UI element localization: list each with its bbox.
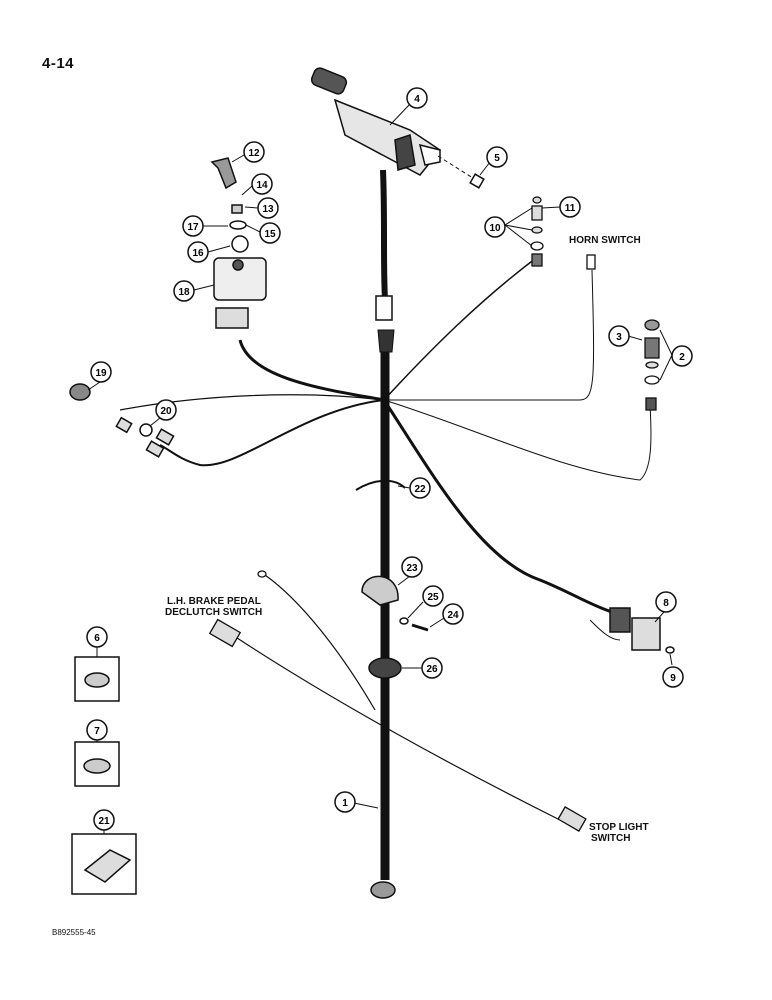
main-harness-trunk: [375, 169, 395, 880]
lamp-assemblies: [530, 196, 660, 411]
svg-text:12: 12: [248, 148, 260, 159]
callout-8: 8: [654, 591, 677, 623]
svg-text:11: 11: [565, 203, 576, 214]
svg-text:8: 8: [663, 598, 669, 609]
page-number: 4-14: [42, 55, 75, 72]
svg-text:15: 15: [264, 229, 276, 240]
svg-text:4: 4: [414, 94, 420, 105]
callout-7: 7: [86, 719, 108, 742]
svg-text:3: 3: [616, 332, 622, 343]
stop-light-label-line1: STOP LIGHT: [589, 822, 649, 833]
callout-10: 10: [484, 207, 533, 247]
callout-23: 23: [397, 556, 423, 586]
callout-3: 3: [608, 325, 643, 347]
svg-text:9: 9: [670, 673, 676, 684]
callout-11: 11: [541, 196, 581, 218]
callout-22: 22: [397, 477, 431, 499]
svg-text:18: 18: [178, 287, 190, 298]
boxed-parts: [71, 656, 137, 895]
relay-connector: [609, 607, 675, 654]
callout-12: 12: [231, 141, 265, 163]
callout-15: 15: [245, 222, 281, 244]
harness-clamps: [355, 479, 429, 899]
callout-18: 18: [173, 280, 215, 302]
svg-text:13: 13: [262, 204, 274, 215]
svg-text:19: 19: [95, 368, 107, 379]
callout-16: 16: [187, 241, 231, 263]
callouts: 1 2 3 4 5 6 7 8 9 10 11 12 13 14 15 16 1…: [86, 87, 693, 834]
steering-column-switch: [310, 67, 485, 189]
callout-19: 19: [87, 361, 112, 391]
svg-text:2: 2: [679, 352, 685, 363]
callout-1: 1: [334, 791, 379, 813]
svg-text:16: 16: [192, 248, 204, 259]
brake-pedal-label-line2: DECLUTCH SWITCH: [165, 607, 263, 618]
callout-14: 14: [241, 173, 273, 196]
svg-text:24: 24: [447, 610, 459, 621]
callout-26: 26: [402, 657, 443, 679]
brake-pedal-label-line1: L.H. BRAKE PEDAL: [167, 596, 261, 607]
callout-24: 24: [429, 603, 464, 628]
horn-switch-label: HORN SWITCH: [569, 235, 641, 246]
callout-25: 25: [407, 585, 444, 619]
rotary-switch-assembly: [210, 157, 267, 329]
svg-text:6: 6: [94, 633, 100, 644]
callout-9: 9: [662, 653, 684, 688]
svg-text:5: 5: [494, 153, 500, 164]
left-connectors: [69, 383, 175, 458]
callout-4: 4: [389, 87, 428, 126]
callout-6: 6: [86, 626, 108, 657]
callout-21: 21: [93, 809, 115, 834]
svg-text:10: 10: [489, 223, 501, 234]
svg-text:26: 26: [426, 664, 438, 675]
svg-text:14: 14: [256, 180, 268, 191]
switch-connectors: [208, 570, 587, 832]
svg-text:20: 20: [160, 406, 172, 417]
stop-light-label-line2: SWITCH: [591, 833, 631, 844]
svg-text:17: 17: [187, 222, 199, 233]
svg-text:25: 25: [427, 592, 439, 603]
callout-2: 2: [659, 329, 693, 381]
svg-text:22: 22: [414, 484, 426, 495]
svg-text:7: 7: [94, 726, 100, 737]
svg-text:1: 1: [342, 798, 348, 809]
callout-20: 20: [149, 399, 177, 427]
callout-13: 13: [244, 197, 279, 219]
svg-text:23: 23: [406, 563, 418, 574]
branch-wires: [119, 254, 652, 821]
svg-text:21: 21: [98, 816, 110, 827]
callout-17: 17: [182, 215, 228, 237]
callout-5: 5: [479, 146, 508, 176]
figure-code: B892555-45: [52, 928, 96, 937]
